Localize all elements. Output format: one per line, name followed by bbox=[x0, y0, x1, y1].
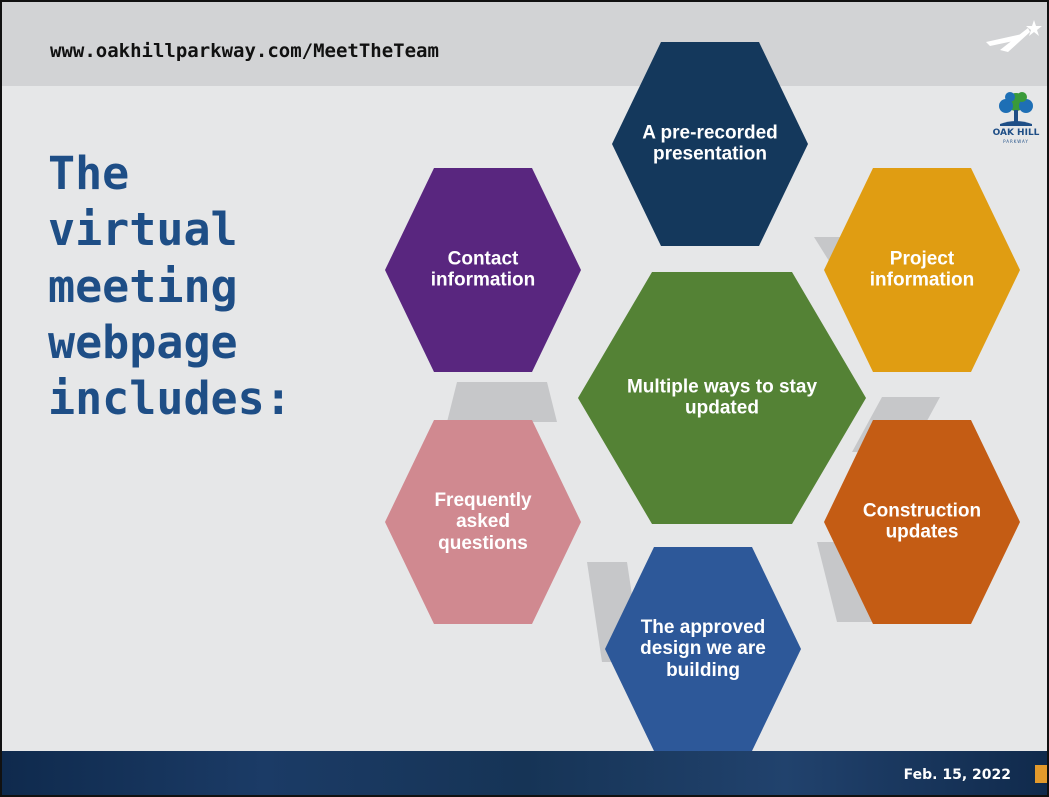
footer-date: Feb. 15, 2022 bbox=[903, 767, 1011, 783]
oak-hill-logo-text: OAK HILL bbox=[992, 128, 1040, 138]
hex-center bbox=[578, 272, 866, 524]
connector-band bbox=[447, 382, 557, 422]
hex-lower-left-label: Frequently asked questions bbox=[434, 490, 532, 554]
title-line: includes: bbox=[48, 372, 292, 425]
hex-bottom bbox=[605, 547, 801, 751]
txdot-logo-icon bbox=[986, 20, 1042, 52]
hex-top-label: A pre-recorded presentation bbox=[642, 122, 778, 165]
hex-top bbox=[612, 42, 808, 246]
meeting-url: www.oakhillparkway.com/MeetTheTeam bbox=[50, 40, 439, 62]
title-line: meeting bbox=[48, 259, 238, 313]
title-line: The bbox=[48, 147, 130, 200]
hex-upper-left bbox=[385, 168, 581, 372]
hex-upper-right-label: Project information bbox=[869, 248, 975, 291]
hex-lower-right bbox=[824, 420, 1020, 624]
header-band bbox=[2, 2, 1047, 86]
oak-tree-logo-icon bbox=[999, 92, 1033, 126]
hex-lower-left bbox=[385, 420, 581, 624]
title-line: webpage bbox=[48, 315, 238, 369]
hex-upper-left-label: Contact information bbox=[430, 248, 536, 291]
hex-upper-right bbox=[824, 168, 1020, 372]
footer-band bbox=[2, 751, 1047, 795]
title-line: virtual bbox=[48, 203, 238, 257]
page-title: The virtual meeting webpage includes: bbox=[48, 146, 338, 427]
hex-bottom-label: The approved design we are building bbox=[640, 617, 766, 681]
page-number-badge bbox=[1035, 765, 1047, 783]
hex-center-label: Multiple ways to stay updated bbox=[626, 376, 818, 419]
hex-lower-right-label: Construction updates bbox=[862, 500, 982, 543]
oak-hill-logo-subtext: PARKWAY bbox=[1003, 139, 1029, 144]
